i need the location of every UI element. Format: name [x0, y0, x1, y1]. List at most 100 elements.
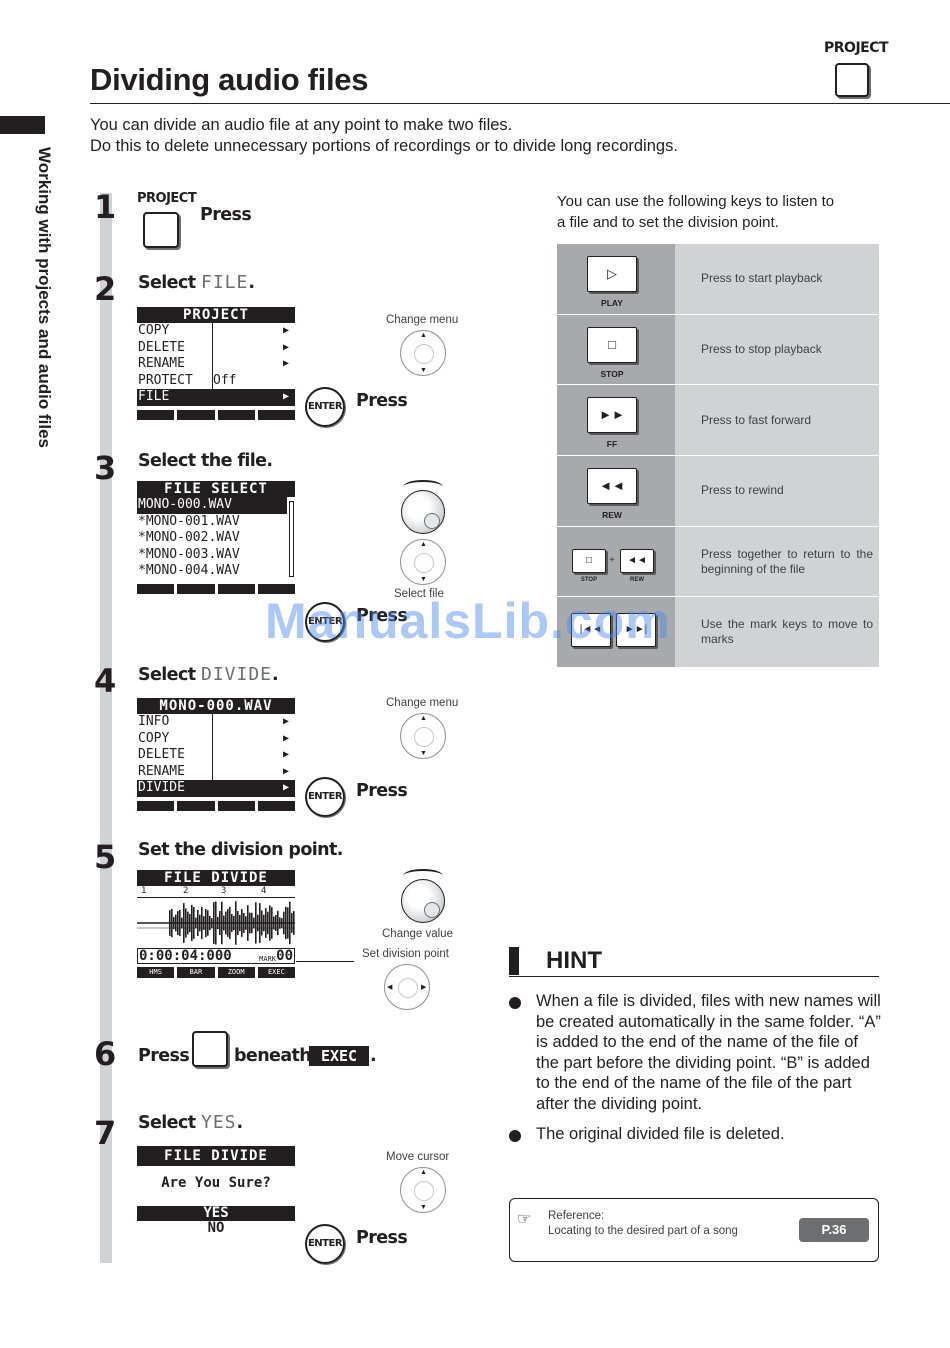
- dial-icon: [401, 490, 445, 534]
- step-title: Select the file.: [138, 451, 273, 471]
- lcd-header: PROJECT: [137, 307, 295, 323]
- lcd-word: YES: [200, 1112, 237, 1133]
- arrow-right-icon: ▶: [282, 782, 289, 793]
- intro-text: You can divide an audio file at any poin…: [90, 115, 678, 157]
- lcd-word: DIVIDE: [200, 664, 273, 685]
- lcd-row-label: RENAME: [138, 763, 185, 779]
- key-table: ▷PLAY Press to start playback □ STOP Pres…: [557, 244, 879, 669]
- lcd-header: FILE DIVIDE: [137, 1146, 295, 1166]
- lcd-tab: HMS: [137, 967, 175, 978]
- stop-icon: □: [572, 548, 606, 573]
- bullet-icon: [509, 997, 521, 1009]
- control-caption: Change value: [382, 928, 453, 940]
- plus-sign: +: [609, 554, 615, 566]
- cursor-pad-icon: ▲▼: [400, 713, 446, 759]
- step-number: 4: [94, 662, 116, 700]
- header-rule: [90, 103, 950, 104]
- arrow-right-icon: ▶: [282, 341, 289, 353]
- hint-item: The original divided file is deleted.: [536, 1125, 785, 1143]
- mark-back-icon: |◄◄: [571, 613, 611, 648]
- reference-label: Reference:: [548, 1210, 605, 1222]
- lcd-header: FILE SELECT: [137, 481, 295, 497]
- project-key-icon: [835, 63, 869, 97]
- rotate-arrow-icon: [403, 869, 443, 883]
- key-label: FF: [606, 439, 618, 450]
- intro-line-2: Do this to delete unnecessary portions o…: [90, 137, 678, 155]
- enter-key-icon: ENTER: [305, 1224, 345, 1264]
- step-title-period: .: [248, 273, 255, 293]
- cursor-pad-icon: ▲▼: [400, 1167, 446, 1213]
- step-action: Press: [138, 1046, 190, 1066]
- lcd-tab: EXEC: [257, 967, 295, 978]
- reference-description: Locating to the desired part of a song: [548, 1224, 738, 1237]
- lcd-option: NO: [207, 1220, 225, 1236]
- hint-rule: [509, 976, 879, 977]
- keys-intro-line-1: You can use the following keys to listen…: [557, 193, 835, 210]
- side-tab-marker: [0, 116, 45, 134]
- key-row: |◄◄ ►►| Use the mark keys to move to mar…: [557, 597, 879, 669]
- reference-box: [509, 1198, 879, 1262]
- lcd-marker-row: 1 2 3 4: [137, 886, 295, 898]
- step-action: Press: [356, 606, 408, 626]
- key-description: Press to start playback: [675, 244, 879, 314]
- lcd-marker: 3: [221, 886, 227, 896]
- lcd-row: *MONO-002.WAV: [138, 530, 240, 545]
- step-action: Press: [356, 1228, 408, 1248]
- step-title: Select DIVIDE.: [138, 664, 279, 685]
- key-row: □ STOP + ◄◄ REW Press together to return…: [557, 526, 879, 598]
- pointing-hand-icon: ☞: [517, 1211, 532, 1228]
- step-title-period: .: [272, 665, 279, 685]
- lcd-header: MONO-000.WAV: [137, 698, 295, 714]
- arrow-right-icon: ▶: [282, 749, 289, 760]
- step-title-period: .: [236, 1113, 244, 1133]
- lcd-word: FILE: [200, 272, 249, 293]
- project-key-label: PROJECT: [824, 40, 889, 56]
- waveform-display: [137, 901, 295, 945]
- step-number: 1: [94, 188, 116, 226]
- lcd-row: *MONO-004.WAV: [138, 563, 240, 578]
- control-caption: Move cursor: [386, 1151, 450, 1163]
- lcd-tabs: [137, 800, 295, 811]
- lcd-time-row: 0:00:04:000 MARK 00: [137, 948, 295, 964]
- steps-bar: [100, 193, 112, 1263]
- lcd-screen: MONO-000.WAV INFO▶ COPY▶ DELETE▶ RENAME▶…: [137, 698, 295, 811]
- lcd-row: DELETE▶: [137, 747, 295, 764]
- key-description: Use the mark keys to move to marks: [675, 597, 879, 668]
- control-caption: Change menu: [386, 314, 459, 326]
- step-title-text: Select: [138, 665, 196, 685]
- rewind-icon: ◄◄: [620, 548, 654, 573]
- lcd-function-tabs: HMS BAR ZOOM EXEC: [137, 967, 295, 978]
- step-title: Select FILE.: [138, 272, 255, 293]
- project-key-label: PROJECT: [137, 191, 197, 206]
- key-label: STOP: [580, 576, 598, 583]
- arrow-right-icon: ▶: [282, 732, 289, 744]
- stop-icon: □: [587, 326, 637, 363]
- arrow-right-icon: ▶: [282, 765, 289, 777]
- cursor-pad-icon: ▲▼: [400, 539, 446, 585]
- control-caption: Select file: [394, 588, 444, 600]
- lcd-row-value: Off: [213, 372, 237, 388]
- reference-page-badge[interactable]: P.36: [799, 1218, 869, 1242]
- lcd-question: Are You Sure?: [161, 1175, 271, 1191]
- lcd-marker: 2: [183, 886, 189, 896]
- step-action: Press: [200, 205, 252, 225]
- key-description: Press to stop playback: [675, 314, 879, 385]
- rewind-icon: ◄◄: [587, 468, 637, 505]
- step-number: 2: [94, 270, 116, 308]
- key-row: ▷PLAY Press to start playback: [557, 244, 879, 315]
- cursor-pad-icon: ▲▼: [400, 330, 446, 376]
- lcd-row-label: DELETE: [138, 339, 185, 355]
- lcd-row: *MONO-003.WAV: [138, 546, 240, 562]
- key-description: Press to rewind: [675, 456, 879, 526]
- lcd-screen: FILE DIVIDE 1 2 3 4 0:00:04:000 MARK 00 …: [137, 870, 295, 978]
- step-title-text: Select: [138, 1113, 196, 1133]
- bullet-icon: [509, 1130, 521, 1142]
- step-title: Set the division point.: [138, 840, 343, 860]
- exec-tab-icon: EXEC: [309, 1046, 369, 1066]
- step-title-text: Select: [138, 273, 196, 293]
- lcd-row-label: COPY: [138, 323, 170, 338]
- lcd-header: FILE DIVIDE: [137, 870, 295, 886]
- step-number: 7: [94, 1114, 116, 1152]
- control-caption: Set division point: [362, 948, 449, 960]
- lcd-marker: 1: [141, 886, 147, 896]
